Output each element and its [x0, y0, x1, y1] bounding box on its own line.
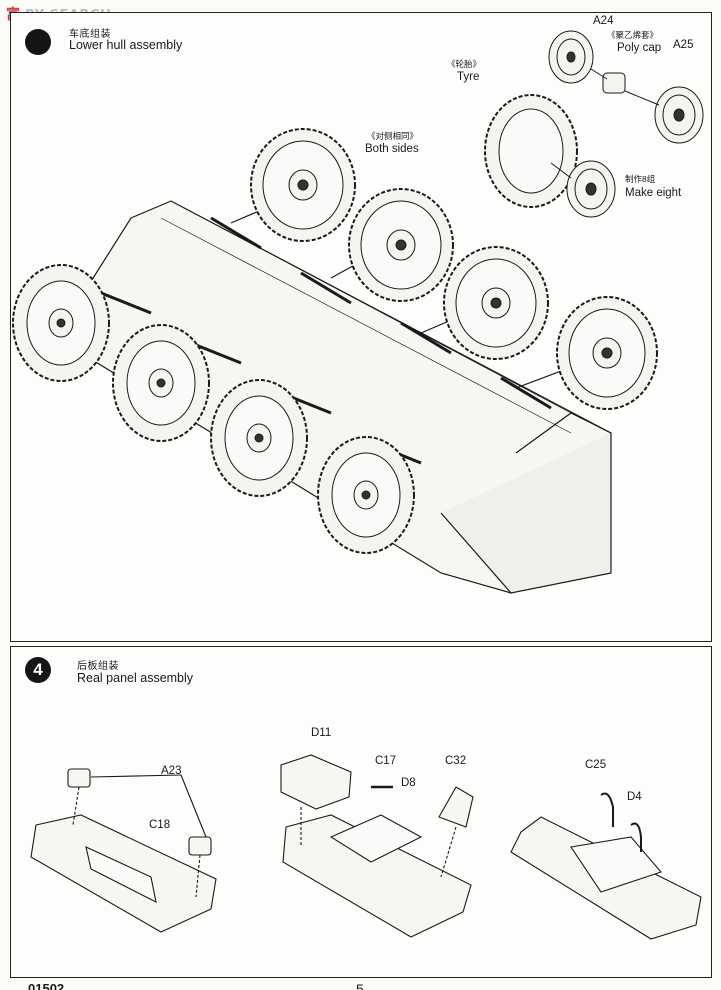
polycap [602, 72, 626, 94]
part-c32 [438, 786, 474, 828]
polycap-label-en: Poly cap [617, 42, 662, 54]
tyre-label-cn: 《轮胎》 [447, 59, 482, 69]
rear-panel-drawing [30, 754, 702, 940]
step4-title-en: Real panel assembly [77, 671, 194, 685]
part-label-a24: A24 [593, 15, 614, 27]
part-label-c17: C17 [375, 755, 397, 767]
part-label-d4: D4 [627, 791, 642, 803]
tyre-label-en: Tyre [457, 71, 480, 83]
wheels-far [250, 128, 658, 410]
wheel [250, 128, 356, 242]
hub-inner [566, 160, 616, 218]
both-sides-label-en: Both sides [365, 143, 419, 155]
part-label-a23: A23 [161, 765, 182, 777]
hub-a24 [548, 30, 594, 84]
part-label-d8: D8 [401, 777, 416, 789]
wheel [443, 246, 549, 360]
wheel [112, 324, 210, 442]
part-label-a25: A25 [673, 39, 694, 51]
wheel [348, 188, 454, 302]
both-sides-label-cn: 《对侧相同》 [367, 131, 419, 141]
part-d11 [280, 754, 352, 810]
part-a23-right [188, 836, 212, 856]
polycap-label-cn: 《聚乙烯套》 [607, 30, 659, 40]
step3-number-badge [25, 29, 51, 55]
step4-panel: 4 后板组装 Real panel assembly [10, 646, 712, 978]
step3-title-en: Lower hull assembly [69, 38, 183, 52]
part-d8 [329, 814, 423, 863]
wheel [556, 296, 658, 410]
step4-number-badge: 4 [25, 657, 51, 683]
part-label-c18: C18 [149, 819, 171, 831]
make-eight-label-cn: 制作8组 [625, 174, 656, 184]
tyre [484, 94, 578, 208]
wheel [317, 436, 415, 554]
rear-panel-2 [282, 814, 472, 938]
footer-code-fragment: 01502 [28, 981, 65, 990]
wheel [12, 264, 110, 382]
hub-a25 [654, 86, 704, 144]
hull-drawing [12, 30, 704, 594]
part-a23-left [67, 768, 91, 788]
wheels-near [12, 264, 415, 554]
part-label-c25: C25 [585, 759, 607, 771]
make-eight-label-en: Make eight [625, 187, 682, 199]
wheel [210, 379, 308, 497]
page-number: 5 [356, 981, 364, 990]
part-label-c32: C32 [445, 755, 467, 767]
part-label-d11: D11 [311, 727, 332, 739]
step4-title-cn: 后板组装 [77, 661, 119, 672]
part-c25 [600, 792, 614, 827]
step3-panel: 车底组装 Lower hull assembly [10, 12, 712, 642]
step3-title-cn: 车底组装 [69, 29, 111, 40]
wheel-exploded [484, 30, 704, 218]
part-d4 [630, 822, 642, 852]
